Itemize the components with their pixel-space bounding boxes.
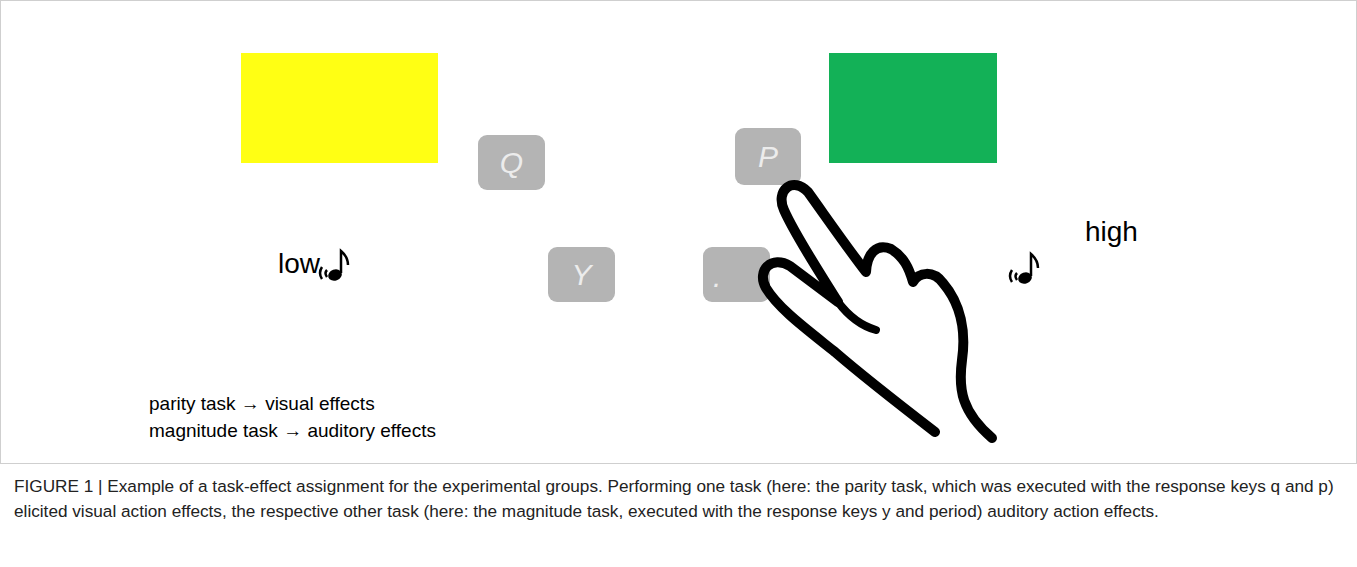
task-note: magnitude task → auditory effects <box>149 420 436 442</box>
yellow-effect-rectangle <box>241 53 438 163</box>
keyboard-key: Q <box>478 135 545 190</box>
tone-label: high <box>1085 216 1138 248</box>
high-tone-symbol <box>1010 254 1038 286</box>
note-stem <box>1031 254 1038 276</box>
keyboard-key: P <box>735 128 801 185</box>
key-letter: Y <box>571 260 591 290</box>
low-tone-symbol <box>320 251 348 283</box>
note-stem <box>341 251 348 273</box>
hand-drawing <box>763 185 992 438</box>
task-note: parity task → visual effects <box>149 393 375 415</box>
sound-wave <box>320 267 327 279</box>
figure-caption: FIGURE 1 | Example of a task-effect assi… <box>14 474 1349 524</box>
keyboard-key: . <box>703 247 770 302</box>
figure-border <box>1 1 1357 464</box>
sound-wave <box>1010 270 1017 282</box>
hand-detail <box>838 302 876 330</box>
tone-label: low <box>278 248 320 280</box>
keyboard-key: Y <box>548 247 615 302</box>
key-letter: Q <box>500 148 523 178</box>
key-letter: . <box>713 262 721 292</box>
key-letter: P <box>758 142 778 172</box>
green-effect-rectangle <box>829 53 997 163</box>
